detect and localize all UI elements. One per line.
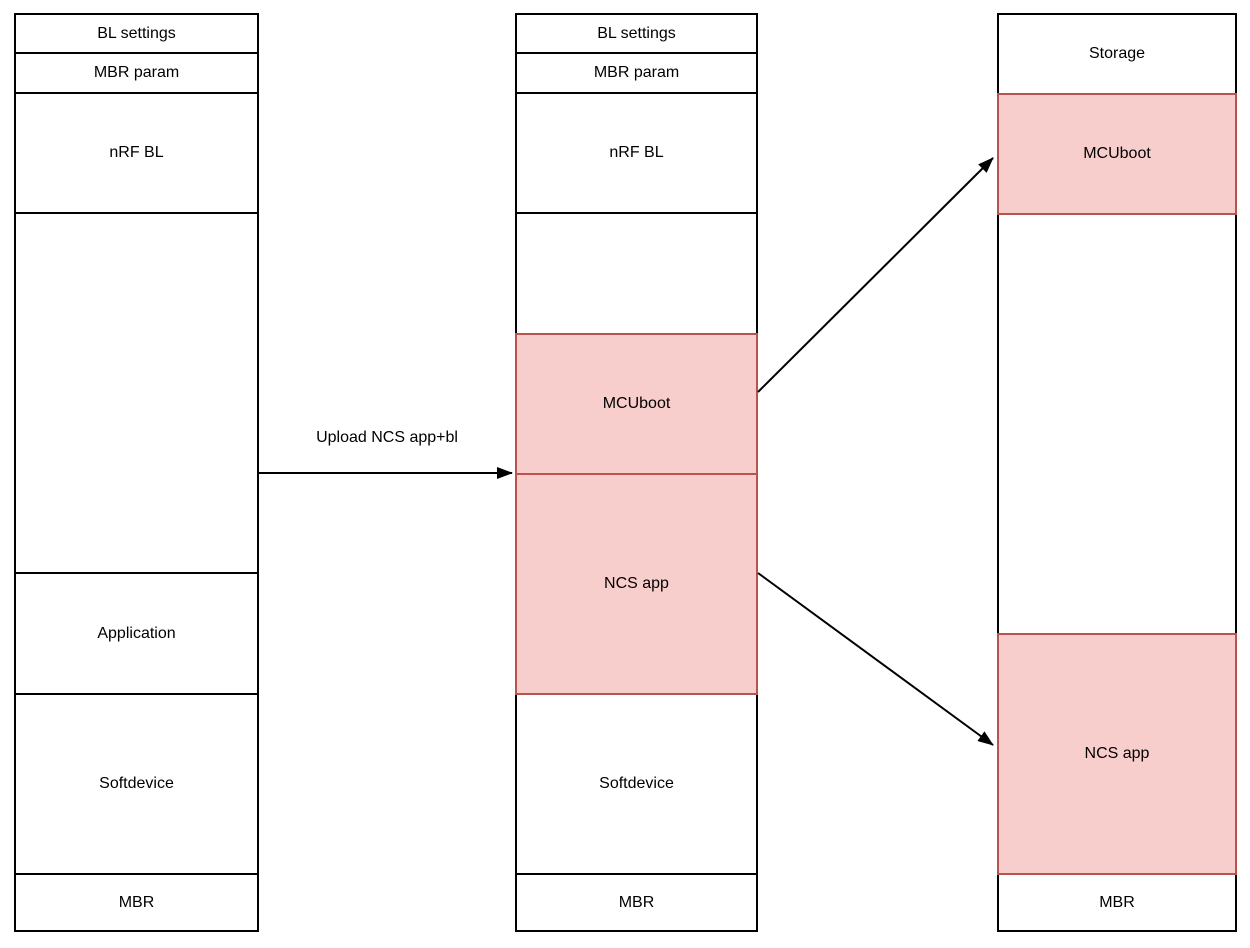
segment-mbr: MBR: [997, 873, 1237, 932]
segment-ncs-app: NCS app: [515, 473, 758, 695]
segment-free-space: [515, 212, 758, 335]
segment-mbr-param: MBR param: [515, 52, 758, 94]
segment-storage: Storage: [997, 13, 1237, 95]
segment-nrf-bl: nRF BL: [515, 92, 758, 214]
segment-bl-settings: BL settings: [14, 13, 259, 54]
segment-bl-settings: BL settings: [515, 13, 758, 54]
segment-mcuboot: MCUboot: [515, 333, 758, 475]
segment-mbr-param: MBR param: [14, 52, 259, 94]
ncs-app-copy-arrow: [757, 572, 994, 746]
mcuboot-copy-arrow: [757, 157, 994, 393]
memory-column-after-upload: BL settings MBR param nRF BL MCUboot NCS…: [515, 13, 758, 932]
upload-arrow-label: Upload NCS app+bl: [260, 429, 514, 447]
segment-softdevice: Softdevice: [14, 693, 259, 875]
segment-mcuboot: MCUboot: [997, 93, 1237, 215]
segment-nrf-bl: nRF BL: [14, 92, 259, 214]
memory-column-original: BL settings MBR param nRF BL Application…: [14, 13, 259, 932]
segment-application: Application: [14, 572, 259, 695]
segment-free-space: [14, 212, 259, 574]
segment-free-space: [997, 213, 1237, 635]
segment-mbr: MBR: [515, 873, 758, 932]
segment-mbr: MBR: [14, 873, 259, 932]
memory-column-final: Storage MCUboot NCS app MBR: [997, 13, 1237, 932]
segment-softdevice: Softdevice: [515, 693, 758, 875]
segment-ncs-app: NCS app: [997, 633, 1237, 875]
